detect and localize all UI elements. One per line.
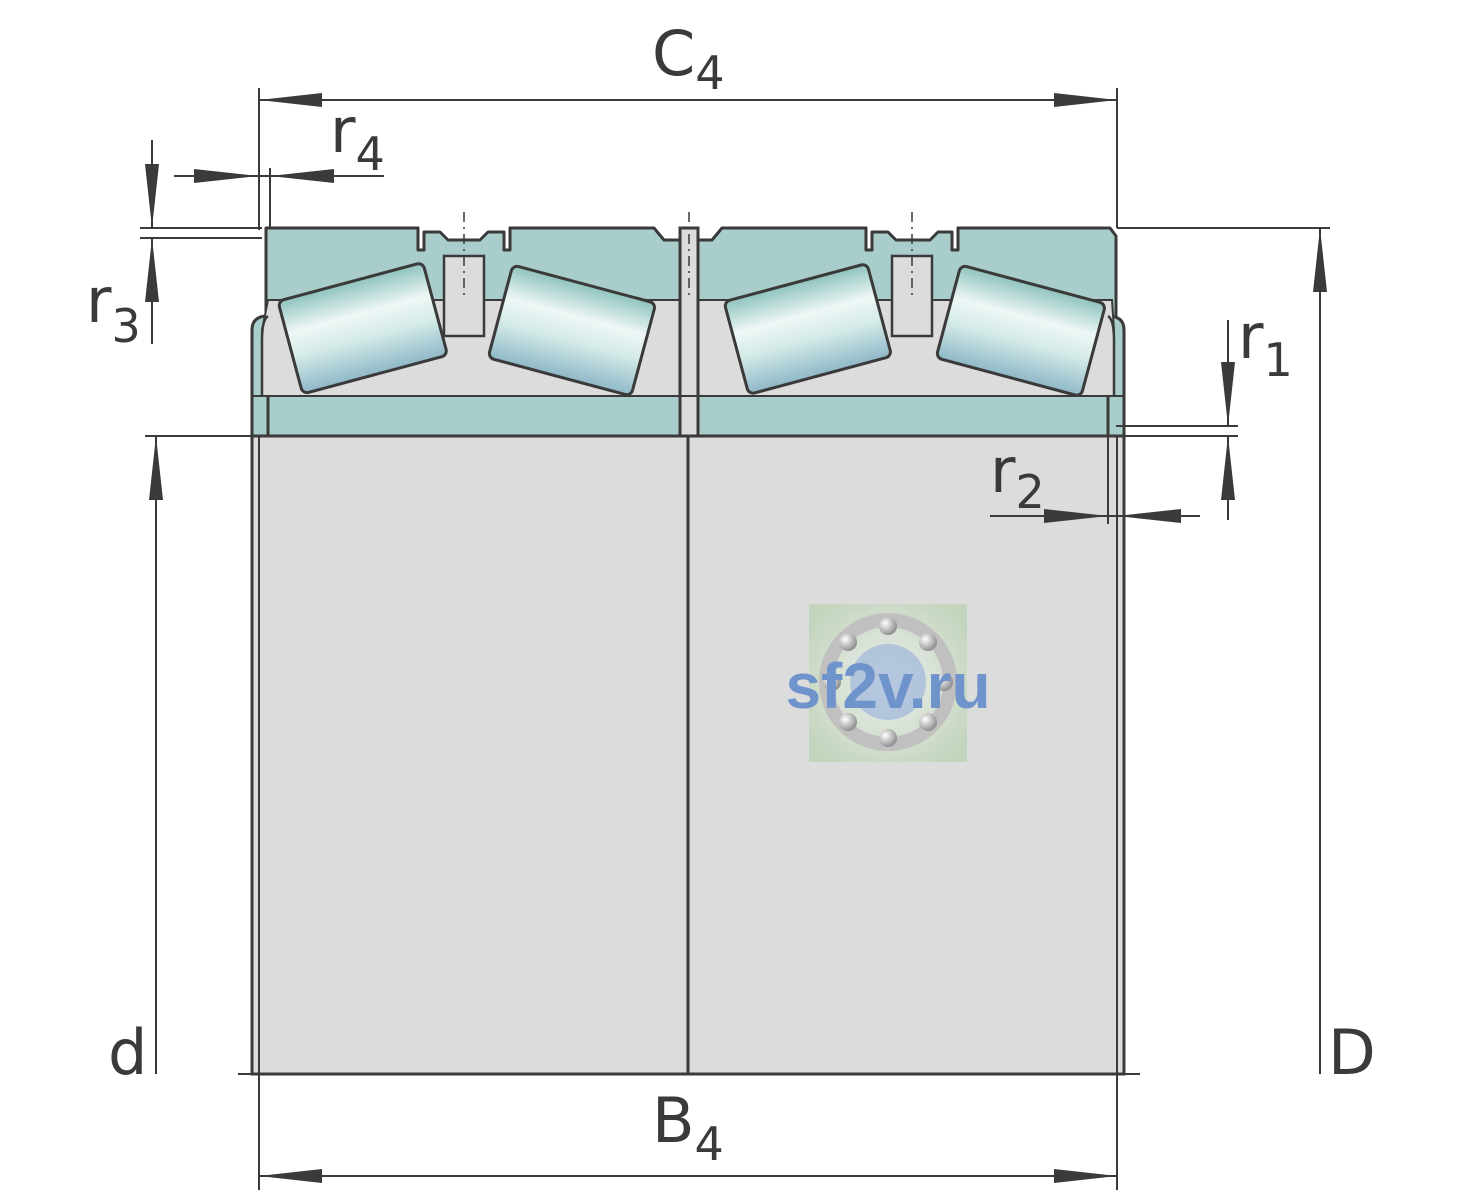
r3-label: r3	[86, 264, 141, 353]
D-label: D	[1328, 1016, 1376, 1089]
rollers	[277, 262, 1106, 397]
watermark-text: sf2v.ru	[785, 650, 990, 722]
dimension-lines	[140, 88, 1330, 1190]
b4-label: B4	[652, 1084, 724, 1171]
ball-bearing-icon	[819, 613, 957, 751]
roller-3	[723, 263, 892, 395]
d-label: d	[108, 1016, 147, 1089]
roller-1	[277, 262, 448, 395]
inner-ring	[250, 434, 1126, 1076]
dimension-labels: C4 r4 r3 r1 r2 d D B4	[86, 17, 1376, 1171]
roller-2	[487, 264, 656, 397]
r1-label: r1	[1238, 300, 1293, 387]
watermark: sf2v.ru	[785, 604, 991, 762]
r4-label: r4	[330, 94, 385, 181]
c4-label: C4	[652, 17, 725, 100]
r2-label: r2	[990, 434, 1045, 519]
roller-4	[935, 264, 1106, 397]
